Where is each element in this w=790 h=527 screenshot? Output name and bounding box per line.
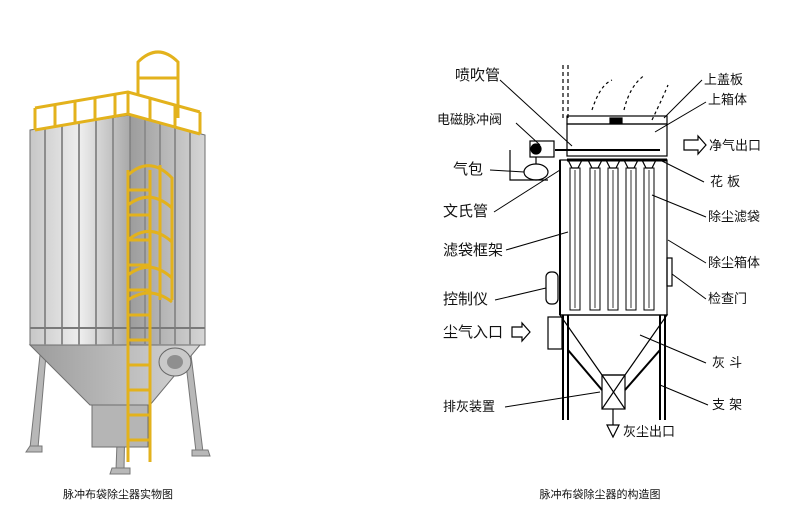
dust-inlet [547,316,563,350]
label-clean-air-outlet: 净气出口 [709,138,761,154]
label-air-bag: 气包 [453,160,483,178]
label-pulse-valve: 电磁脉冲阀 [437,113,502,128]
top-guardrail [33,90,202,136]
top-cover-arcs [591,74,669,121]
clean-air-outlet-arrow [683,134,707,156]
leader-lines [489,79,709,408]
upper-box [566,123,668,157]
diagram-legs [562,315,666,420]
filter-bags [569,167,655,311]
body-side [129,114,206,346]
inspection-door [666,257,673,287]
filter-housing [559,159,668,316]
diagram-caption: 脉冲布袋除尘器的构造图 [540,487,661,501]
venturi-tubes [567,159,657,169]
top-cage [136,50,180,118]
dust-collector-photo: 脉冲布袋除尘器实物图 [25,50,211,501]
labels-right: 上盖板 上箱体 净气出口 花 板 除尘滤袋 除尘箱体 检查门 灰 斗 支 架 [704,73,761,413]
pulse-valve [529,140,555,158]
structure-diagram [489,65,709,439]
label-bag-frame: 滤袋框架 [443,241,503,259]
top-exhaust-pipes [562,65,569,118]
label-flower-plate: 花 板 [710,174,740,190]
label-venturi: 文氏管 [443,202,488,220]
top-cover-handle [609,117,623,124]
ash-hopper [558,314,669,376]
label-top-cover: 上盖板 [704,73,743,88]
air-bag [523,163,549,181]
photo-caption: 脉冲布袋除尘器实物图 [63,487,173,501]
label-controller: 控制仪 [443,290,488,308]
side-ladder [126,164,174,462]
bag-frames [574,170,650,308]
label-housing: 除尘箱体 [708,255,760,271]
air-line [509,150,548,181]
label-support: 支 架 [712,398,742,413]
label-blow-tube: 喷吹管 [455,66,500,84]
label-dust-inlet: 尘气入口 [443,323,503,341]
label-filter-bag: 除尘滤袋 [708,210,760,225]
controller-box [545,271,559,305]
label-ash-discharge: 排灰装置 [443,400,495,415]
dust-outlet-arrow [606,424,620,439]
inlet-pipe-opening [167,355,183,369]
pulse-valve-head [530,143,542,155]
label-inspection-door: 检查门 [708,292,747,307]
label-dust-outlet: 灰尘出口 [623,425,675,440]
label-upper-box: 上箱体 [708,92,747,108]
dust-inlet-arrow [511,321,531,343]
labels-left: 喷吹管 电磁脉冲阀 气包 文氏管 滤袋框架 控制仪 尘气入口 排灰装置 [437,66,503,415]
label-ash-hopper: 灰 斗 [712,356,742,371]
